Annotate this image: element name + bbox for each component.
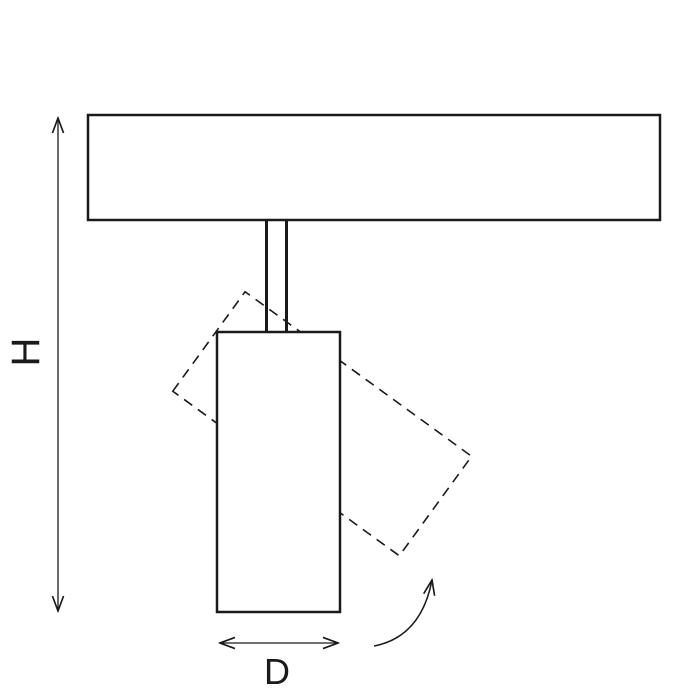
diameter-label: D [264, 651, 290, 692]
rotation-arrow [373, 580, 432, 647]
lamp-body [215, 330, 342, 614]
height-dimension: H [4, 118, 58, 611]
track-rail [86, 113, 662, 222]
mount-stem [265, 220, 288, 333]
height-label: H [4, 338, 48, 367]
diameter-dimension: D [220, 643, 338, 692]
